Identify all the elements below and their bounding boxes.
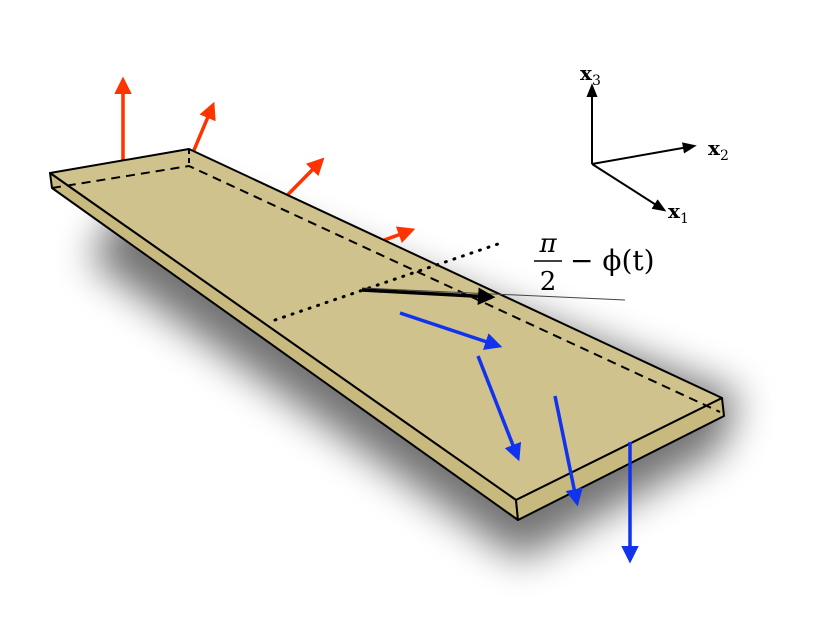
hidden-edge-back xyxy=(51,164,721,413)
dotted-section-line xyxy=(273,242,500,322)
angle-label-numerator: π xyxy=(538,229,557,259)
blue-arrow-1 xyxy=(399,311,503,350)
coordinate-axes: x3 x2 x1 xyxy=(580,61,729,227)
angle-label-denominator: 2 xyxy=(540,267,557,297)
axis-x2-arrow xyxy=(591,142,697,165)
angle-label-rest: − ϕ(t) xyxy=(570,244,655,277)
blue-arrow-3 xyxy=(553,395,583,507)
axis-x2-label: x2 xyxy=(708,136,729,164)
blue-arrow-2 xyxy=(476,355,522,462)
black-arrow xyxy=(361,287,496,305)
axis-x1-label: x1 xyxy=(668,199,689,227)
axis-x3-label: x3 xyxy=(580,61,601,89)
axis-x1-arrow xyxy=(591,163,667,212)
angle-label: π 2 − ϕ(t) xyxy=(534,229,655,297)
